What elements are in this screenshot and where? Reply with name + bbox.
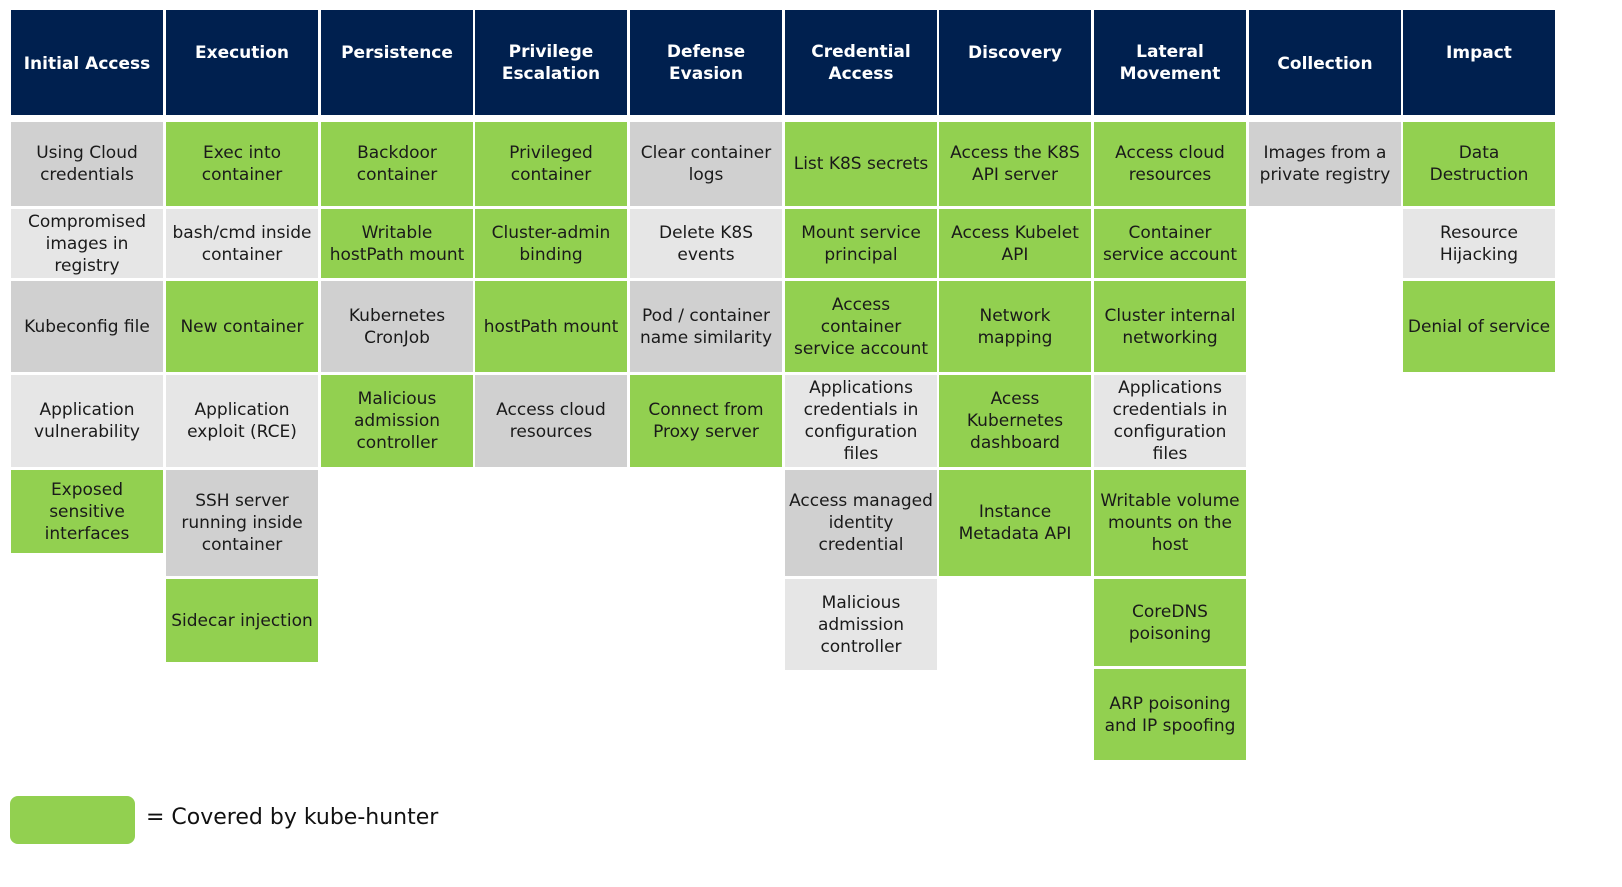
technique-cell: Access Kubelet API <box>939 209 1091 278</box>
technique-cell: Access cloud resources <box>1094 122 1246 206</box>
technique-cell: bash/cmd inside container <box>166 209 318 278</box>
technique-cell: Mount service principal <box>785 209 937 278</box>
technique-cell: Kubeconfig file <box>11 281 163 372</box>
technique-cell: Application vulnerability <box>11 375 163 467</box>
technique-cell: Cluster internal networking <box>1094 281 1246 372</box>
technique-cell: Network mapping <box>939 281 1091 372</box>
technique-cell: Malicious admission controller <box>785 579 937 670</box>
technique-cell: Images from a private registry <box>1249 122 1401 206</box>
technique-cell: Acess Kubernetes dashboard <box>939 375 1091 467</box>
technique-cell: Resource Hijacking <box>1403 209 1555 278</box>
legend-label: = Covered by kube-hunter <box>146 805 439 830</box>
technique-cell: Privileged container <box>475 122 627 206</box>
technique-cell: Compromised images in registry <box>11 209 163 278</box>
technique-cell: New container <box>166 281 318 372</box>
tactic-header-privilege-escalation: Privilege Escalation <box>475 10 627 115</box>
tactic-header-credential-access: Credential Access <box>785 10 937 115</box>
technique-cell: Container service account <box>1094 209 1246 278</box>
technique-cell: Exec into container <box>166 122 318 206</box>
tactic-header-impact: Impact <box>1403 10 1555 115</box>
tactic-header-collection: Collection <box>1249 10 1401 115</box>
technique-cell: Writable volume mounts on the host <box>1094 470 1246 576</box>
technique-cell: Access managed identity credential <box>785 470 937 576</box>
technique-cell: Applications credentials in configuratio… <box>1094 375 1246 467</box>
tactic-header-discovery: Discovery <box>939 10 1091 115</box>
tactic-header-defense-evasion: Defense Evasion <box>630 10 782 115</box>
technique-cell: Pod / container name similarity <box>630 281 782 372</box>
tactic-header-initial-access: Initial Access <box>11 10 163 115</box>
technique-cell: Data Destruction <box>1403 122 1555 206</box>
technique-cell: ARP poisoning and IP spoofing <box>1094 669 1246 760</box>
technique-cell: Malicious admission controller <box>321 375 473 467</box>
technique-cell: Kubernetes CronJob <box>321 281 473 372</box>
technique-cell: Access the K8S API server <box>939 122 1091 206</box>
tactic-header-lateral-movement: Lateral Movement <box>1094 10 1246 115</box>
tactic-header-persistence: Persistence <box>321 10 473 115</box>
technique-cell: Applications credentials in configuratio… <box>785 375 937 467</box>
technique-cell: SSH server running inside container <box>166 470 318 576</box>
technique-cell: List K8S secrets <box>785 122 937 206</box>
legend-covered-swatch <box>10 796 135 844</box>
technique-cell: Delete K8S events <box>630 209 782 278</box>
technique-cell: Connect from Proxy server <box>630 375 782 467</box>
technique-cell: Access container service account <box>785 281 937 372</box>
technique-cell: Instance Metadata API <box>939 470 1091 576</box>
technique-cell: Using Cloud credentials <box>11 122 163 206</box>
technique-cell: Clear container logs <box>630 122 782 206</box>
technique-cell: Access cloud resources <box>475 375 627 467</box>
technique-cell: Cluster-admin binding <box>475 209 627 278</box>
technique-cell: Application exploit (RCE) <box>166 375 318 467</box>
technique-cell: hostPath mount <box>475 281 627 372</box>
technique-cell: Writable hostPath mount <box>321 209 473 278</box>
technique-cell: Exposed sensitive interfaces <box>11 470 163 553</box>
technique-cell: Denial of service <box>1403 281 1555 372</box>
technique-cell: Backdoor container <box>321 122 473 206</box>
technique-cell: Sidecar injection <box>166 579 318 662</box>
tactic-header-execution: Execution <box>166 10 318 115</box>
technique-cell: CoreDNS poisoning <box>1094 579 1246 666</box>
